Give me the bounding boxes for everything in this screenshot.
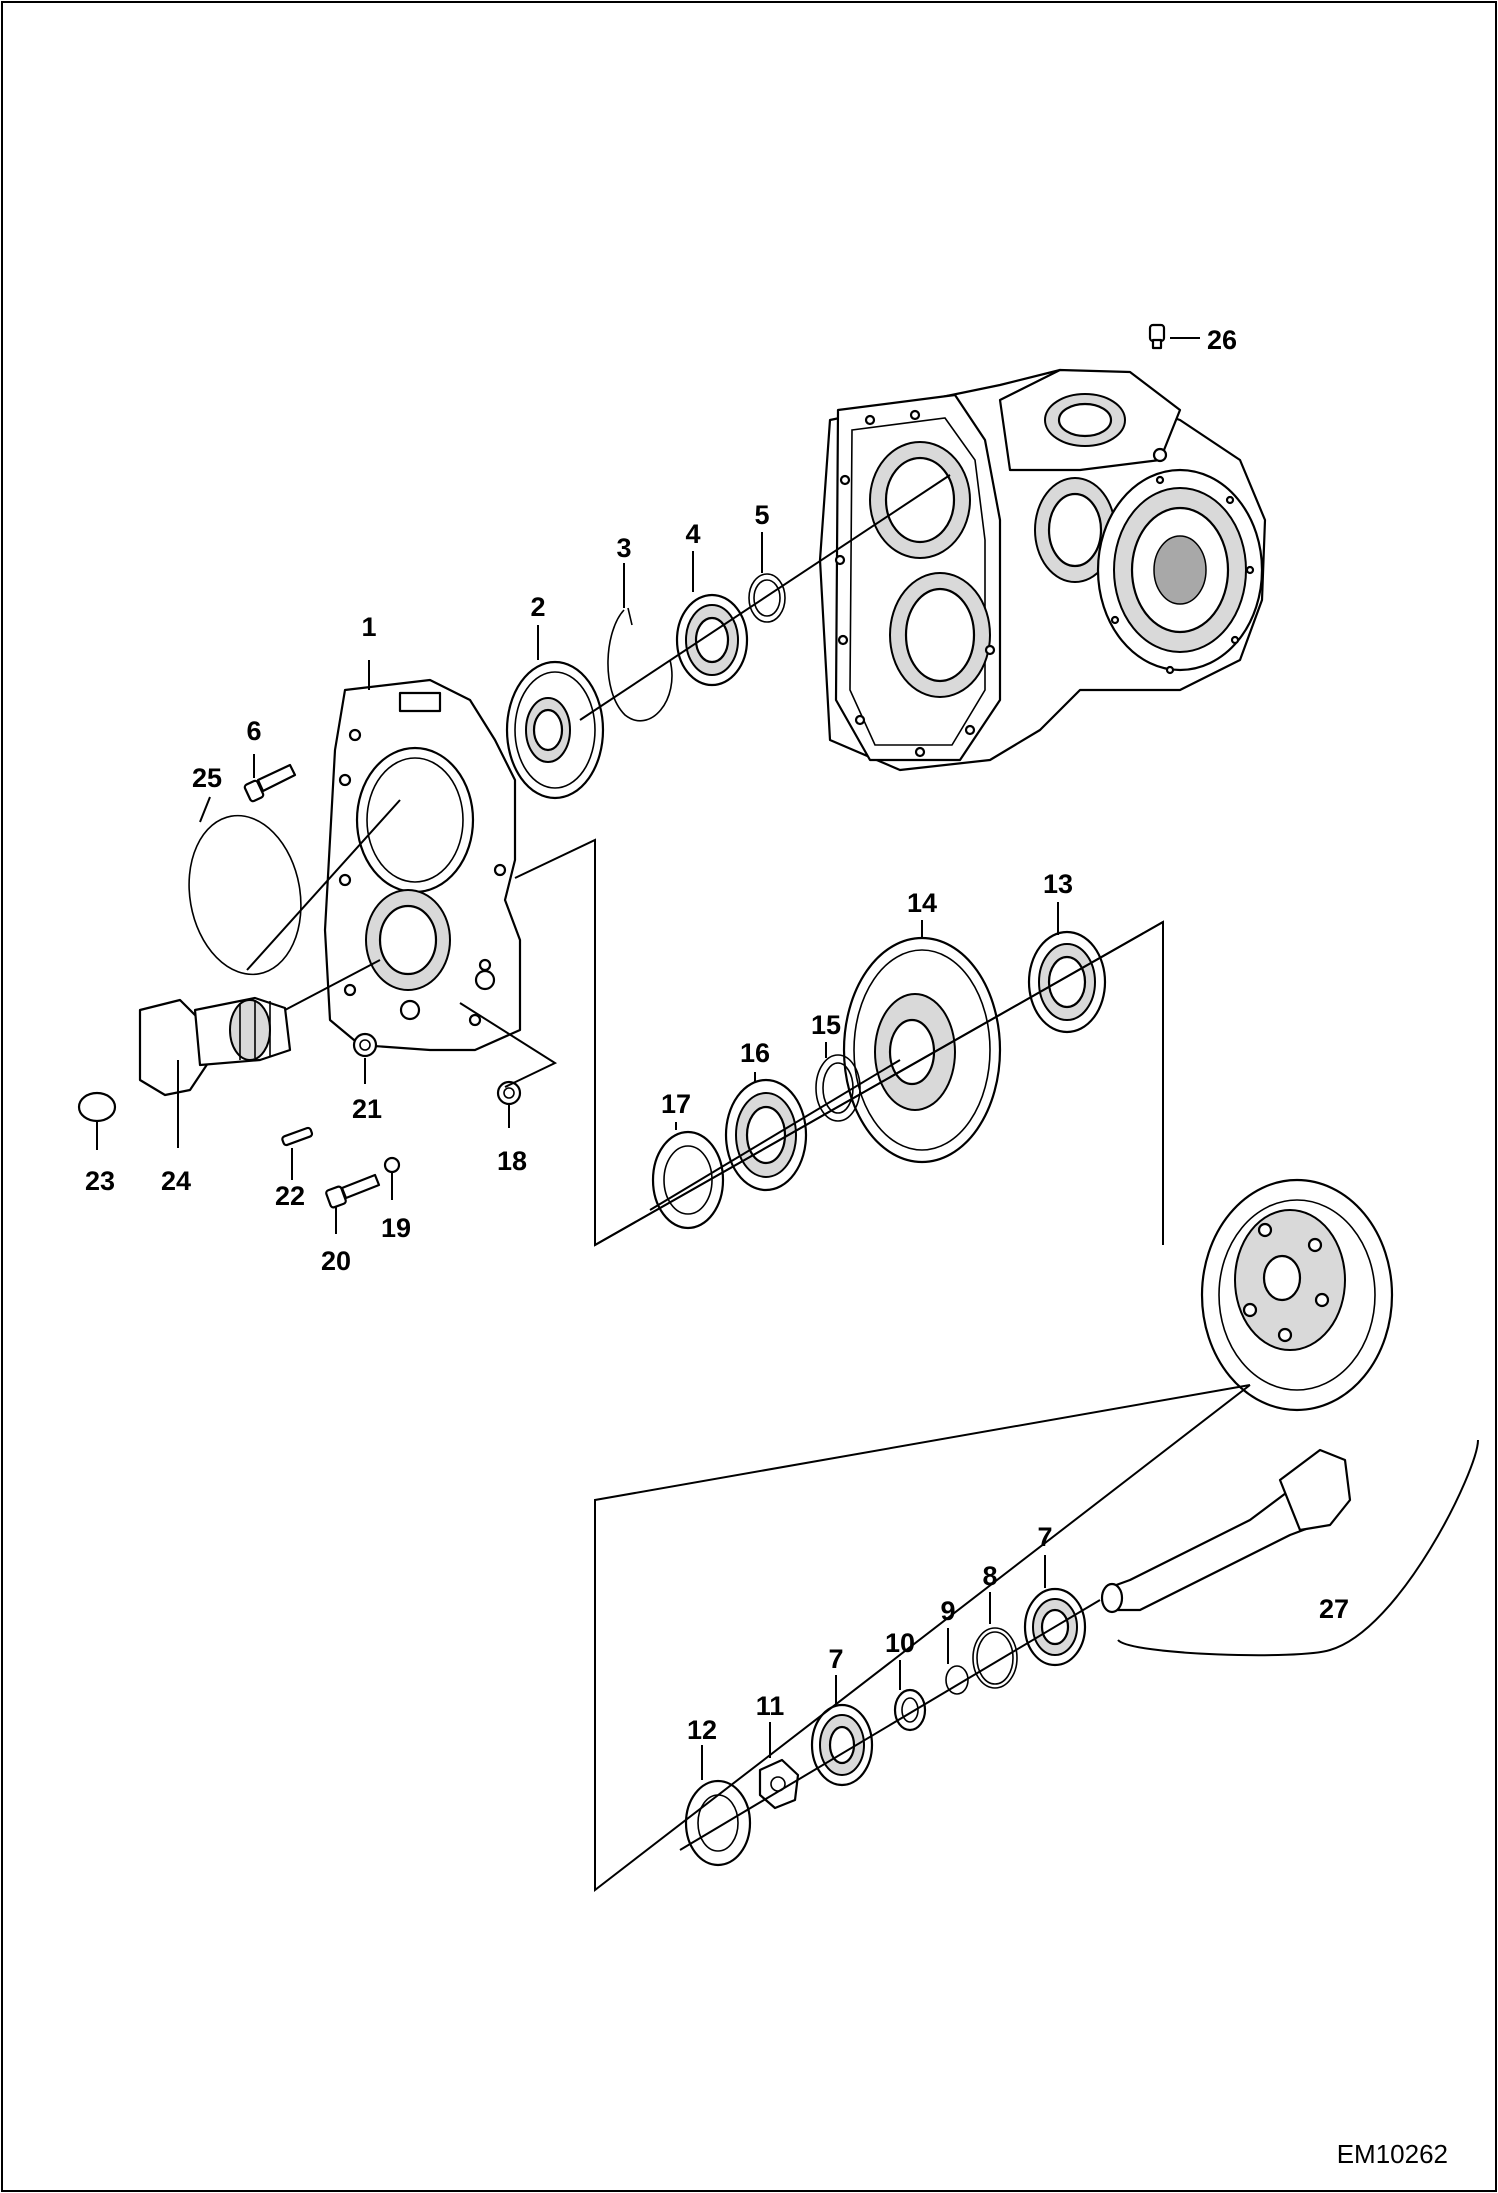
callout-22: 22 <box>275 1181 305 1211</box>
callout-24: 24 <box>161 1166 191 1196</box>
part-20-bolt <box>325 1173 381 1209</box>
part-27-pinion-shaft <box>1100 1448 1352 1614</box>
part-22-dowel-pin <box>281 1126 314 1147</box>
part-25-o-ring <box>188 814 302 976</box>
callout-25: 25 <box>192 763 222 793</box>
callout-5: 5 <box>754 500 769 530</box>
callout-26: 26 <box>1207 325 1237 355</box>
part-13-bearing <box>1027 930 1107 1034</box>
callout-7-lower: 7 <box>828 1644 843 1674</box>
callout-7-upper: 7 <box>1037 1522 1052 1552</box>
part-23-cap <box>77 1091 117 1123</box>
part-4-bearing <box>675 593 749 687</box>
callout-4: 4 <box>685 519 700 549</box>
part-24-yoke <box>138 996 292 1097</box>
part-26-plug <box>1148 323 1166 350</box>
part-5-snap-ring <box>748 573 786 623</box>
callout-17: 17 <box>661 1089 691 1119</box>
callout-16: 16 <box>740 1038 770 1068</box>
part-12-seal <box>684 1779 752 1867</box>
callout-19: 19 <box>381 1213 411 1243</box>
callout-12: 12 <box>687 1715 717 1745</box>
callout-labels: 1 2 3 4 5 6 7 7 8 9 10 11 12 13 14 15 16… <box>85 325 1349 1745</box>
callout-13: 13 <box>1043 869 1073 899</box>
callout-6: 6 <box>246 716 261 746</box>
part-2-gear <box>505 660 605 800</box>
part-16-bearing <box>724 1078 808 1192</box>
group-bracket-lines <box>459 838 1479 1893</box>
callout-10: 10 <box>885 1628 915 1658</box>
callout-21: 21 <box>352 1094 382 1124</box>
part-21-plug <box>352 1032 378 1058</box>
callout-3: 3 <box>616 533 631 563</box>
part-27-ring-gear <box>1200 1178 1394 1412</box>
callout-18: 18 <box>497 1146 527 1176</box>
callout-27: 27 <box>1319 1594 1349 1624</box>
part-9-ring <box>945 1665 969 1695</box>
callout-1: 1 <box>361 612 376 642</box>
part-14-gear <box>842 936 1002 1164</box>
callout-2: 2 <box>530 592 545 622</box>
gearbox-housing <box>818 368 1267 772</box>
callout-11: 11 <box>756 1691 785 1721</box>
part-10-spacer <box>893 1688 927 1732</box>
axis-lines <box>246 474 1101 1851</box>
part-19-washer <box>383 1156 401 1174</box>
part-1-cover <box>323 678 522 1052</box>
callout-15: 15 <box>811 1010 841 1040</box>
part-6-screw <box>243 763 297 803</box>
figure-id: EM10262 <box>1337 2139 1448 2169</box>
part-17-seal <box>651 1130 725 1230</box>
part-8-shim <box>972 1627 1018 1689</box>
part-3-clip <box>607 607 673 722</box>
callout-leaders <box>96 337 1200 1780</box>
callout-9: 9 <box>940 1596 955 1626</box>
callout-20: 20 <box>321 1246 351 1276</box>
callout-14: 14 <box>907 888 937 918</box>
callout-23: 23 <box>85 1166 115 1196</box>
callout-8: 8 <box>982 1561 997 1591</box>
